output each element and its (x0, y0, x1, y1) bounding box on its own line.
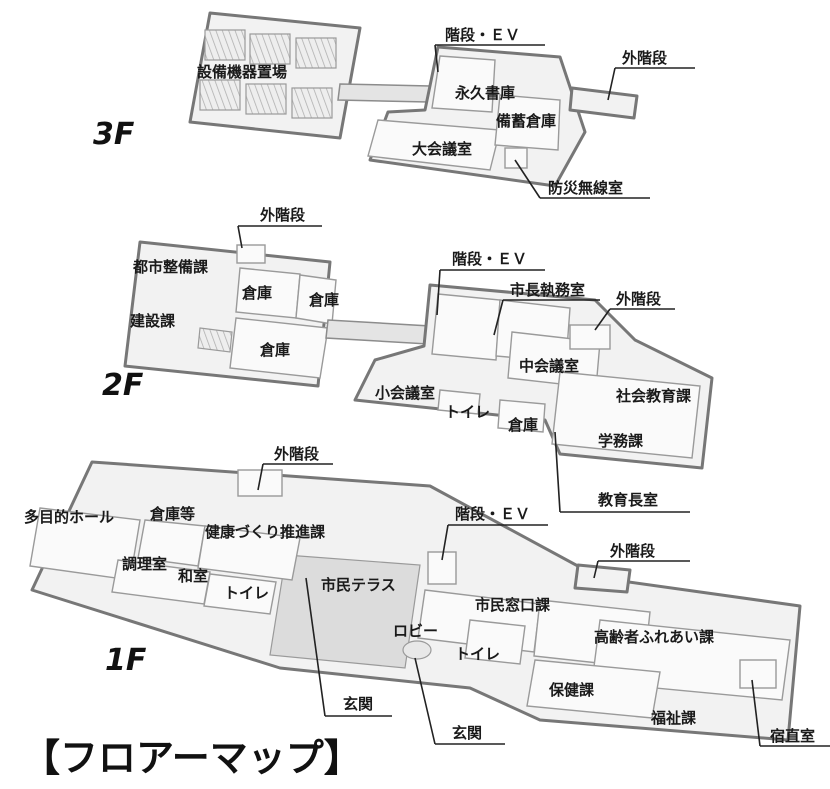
floor-label-1f: 1F (105, 643, 147, 678)
label-1f-kitchen: 調理室 (122, 555, 167, 573)
label-1f-japanese-room: 和室 (178, 567, 208, 585)
label-2f-stairs-ev: 階段・ＥＶ (452, 250, 527, 268)
label-3f-disaster-radio: 防災無線室 (548, 179, 623, 197)
floor-label-2f: 2F (102, 368, 144, 403)
label-2f-small-hall: 小会議室 (375, 384, 435, 402)
label-2f-warehouse-2: 倉庫 (308, 291, 339, 309)
label-2f-warehouse-3: 倉庫 (259, 341, 290, 359)
label-2f-urban-planning: 都市整備課 (132, 258, 209, 276)
label-2f-social-education: 社会教育課 (615, 387, 692, 405)
label-2f-school-affairs: 学務課 (598, 432, 644, 450)
label-1f-storage-etc: 倉庫等 (149, 505, 195, 523)
label-2f-outer-stairs-left: 外階段 (259, 206, 305, 224)
label-2f-construction: 建設課 (130, 312, 176, 330)
label-1f-citizen-terrace: 市民テラス (321, 576, 396, 594)
label-1f-entrance-2: 玄関 (452, 724, 482, 742)
map-title: 【フロアーマップ】 (22, 736, 362, 780)
label-2f-warehouse-1: 倉庫 (241, 284, 272, 302)
label-1f-citizen-counter: 市民窓口課 (475, 596, 551, 614)
label-3f-main-hall: 大会議室 (412, 140, 472, 158)
label-2f-outer-stairs-right: 外階段 (615, 290, 661, 308)
label-1f-stairs-ev: 階段・ＥＶ (455, 505, 530, 523)
label-2f-mayor-office: 市長執務室 (510, 281, 585, 299)
label-3f-archives: 永久書庫 (454, 84, 515, 102)
label-1f-welfare: 福祉課 (650, 709, 697, 727)
label-1f-health-promo: 健康づくり推進課 (205, 523, 326, 541)
label-2f-toilet: トイレ (445, 403, 490, 421)
floor-3f-plan (188, 11, 639, 188)
floor-1f-plan (29, 460, 802, 742)
label-1f-outer-stairs-right: 外階段 (609, 542, 655, 560)
label-1f-toilet-left: トイレ (224, 584, 269, 602)
label-1f-elderly: 高齢者ふれあい課 (594, 628, 715, 646)
label-1f-multipurpose: 多目的ホール (24, 508, 114, 526)
floor-label-3f: 3F (93, 117, 135, 152)
label-1f-toilet-right: トイレ (455, 645, 500, 663)
floor-2f-plan (123, 240, 714, 470)
label-3f-stairs-ev: 階段・ＥＶ (445, 26, 520, 44)
label-1f-health: 保健課 (548, 681, 595, 699)
label-3f-outer-stairs: 外階段 (621, 49, 667, 67)
label-1f-outer-stairs-top: 外階段 (273, 445, 319, 463)
label-3f-equipment: 設備機器置場 (197, 63, 287, 81)
label-1f-night-duty: 宿直室 (770, 727, 815, 745)
label-1f-lobby: ロビー (393, 622, 438, 640)
label-3f-storage: 備蓄倉庫 (496, 112, 556, 130)
label-2f-superintendent: 教育長室 (597, 491, 658, 509)
equipment-area-grid (199, 29, 337, 119)
label-2f-mid-hall: 中会議室 (519, 357, 579, 375)
label-1f-entrance-1: 玄関 (343, 695, 373, 713)
leader-lines (237, 44, 830, 747)
label-2f-warehouse-4: 倉庫 (507, 416, 538, 434)
